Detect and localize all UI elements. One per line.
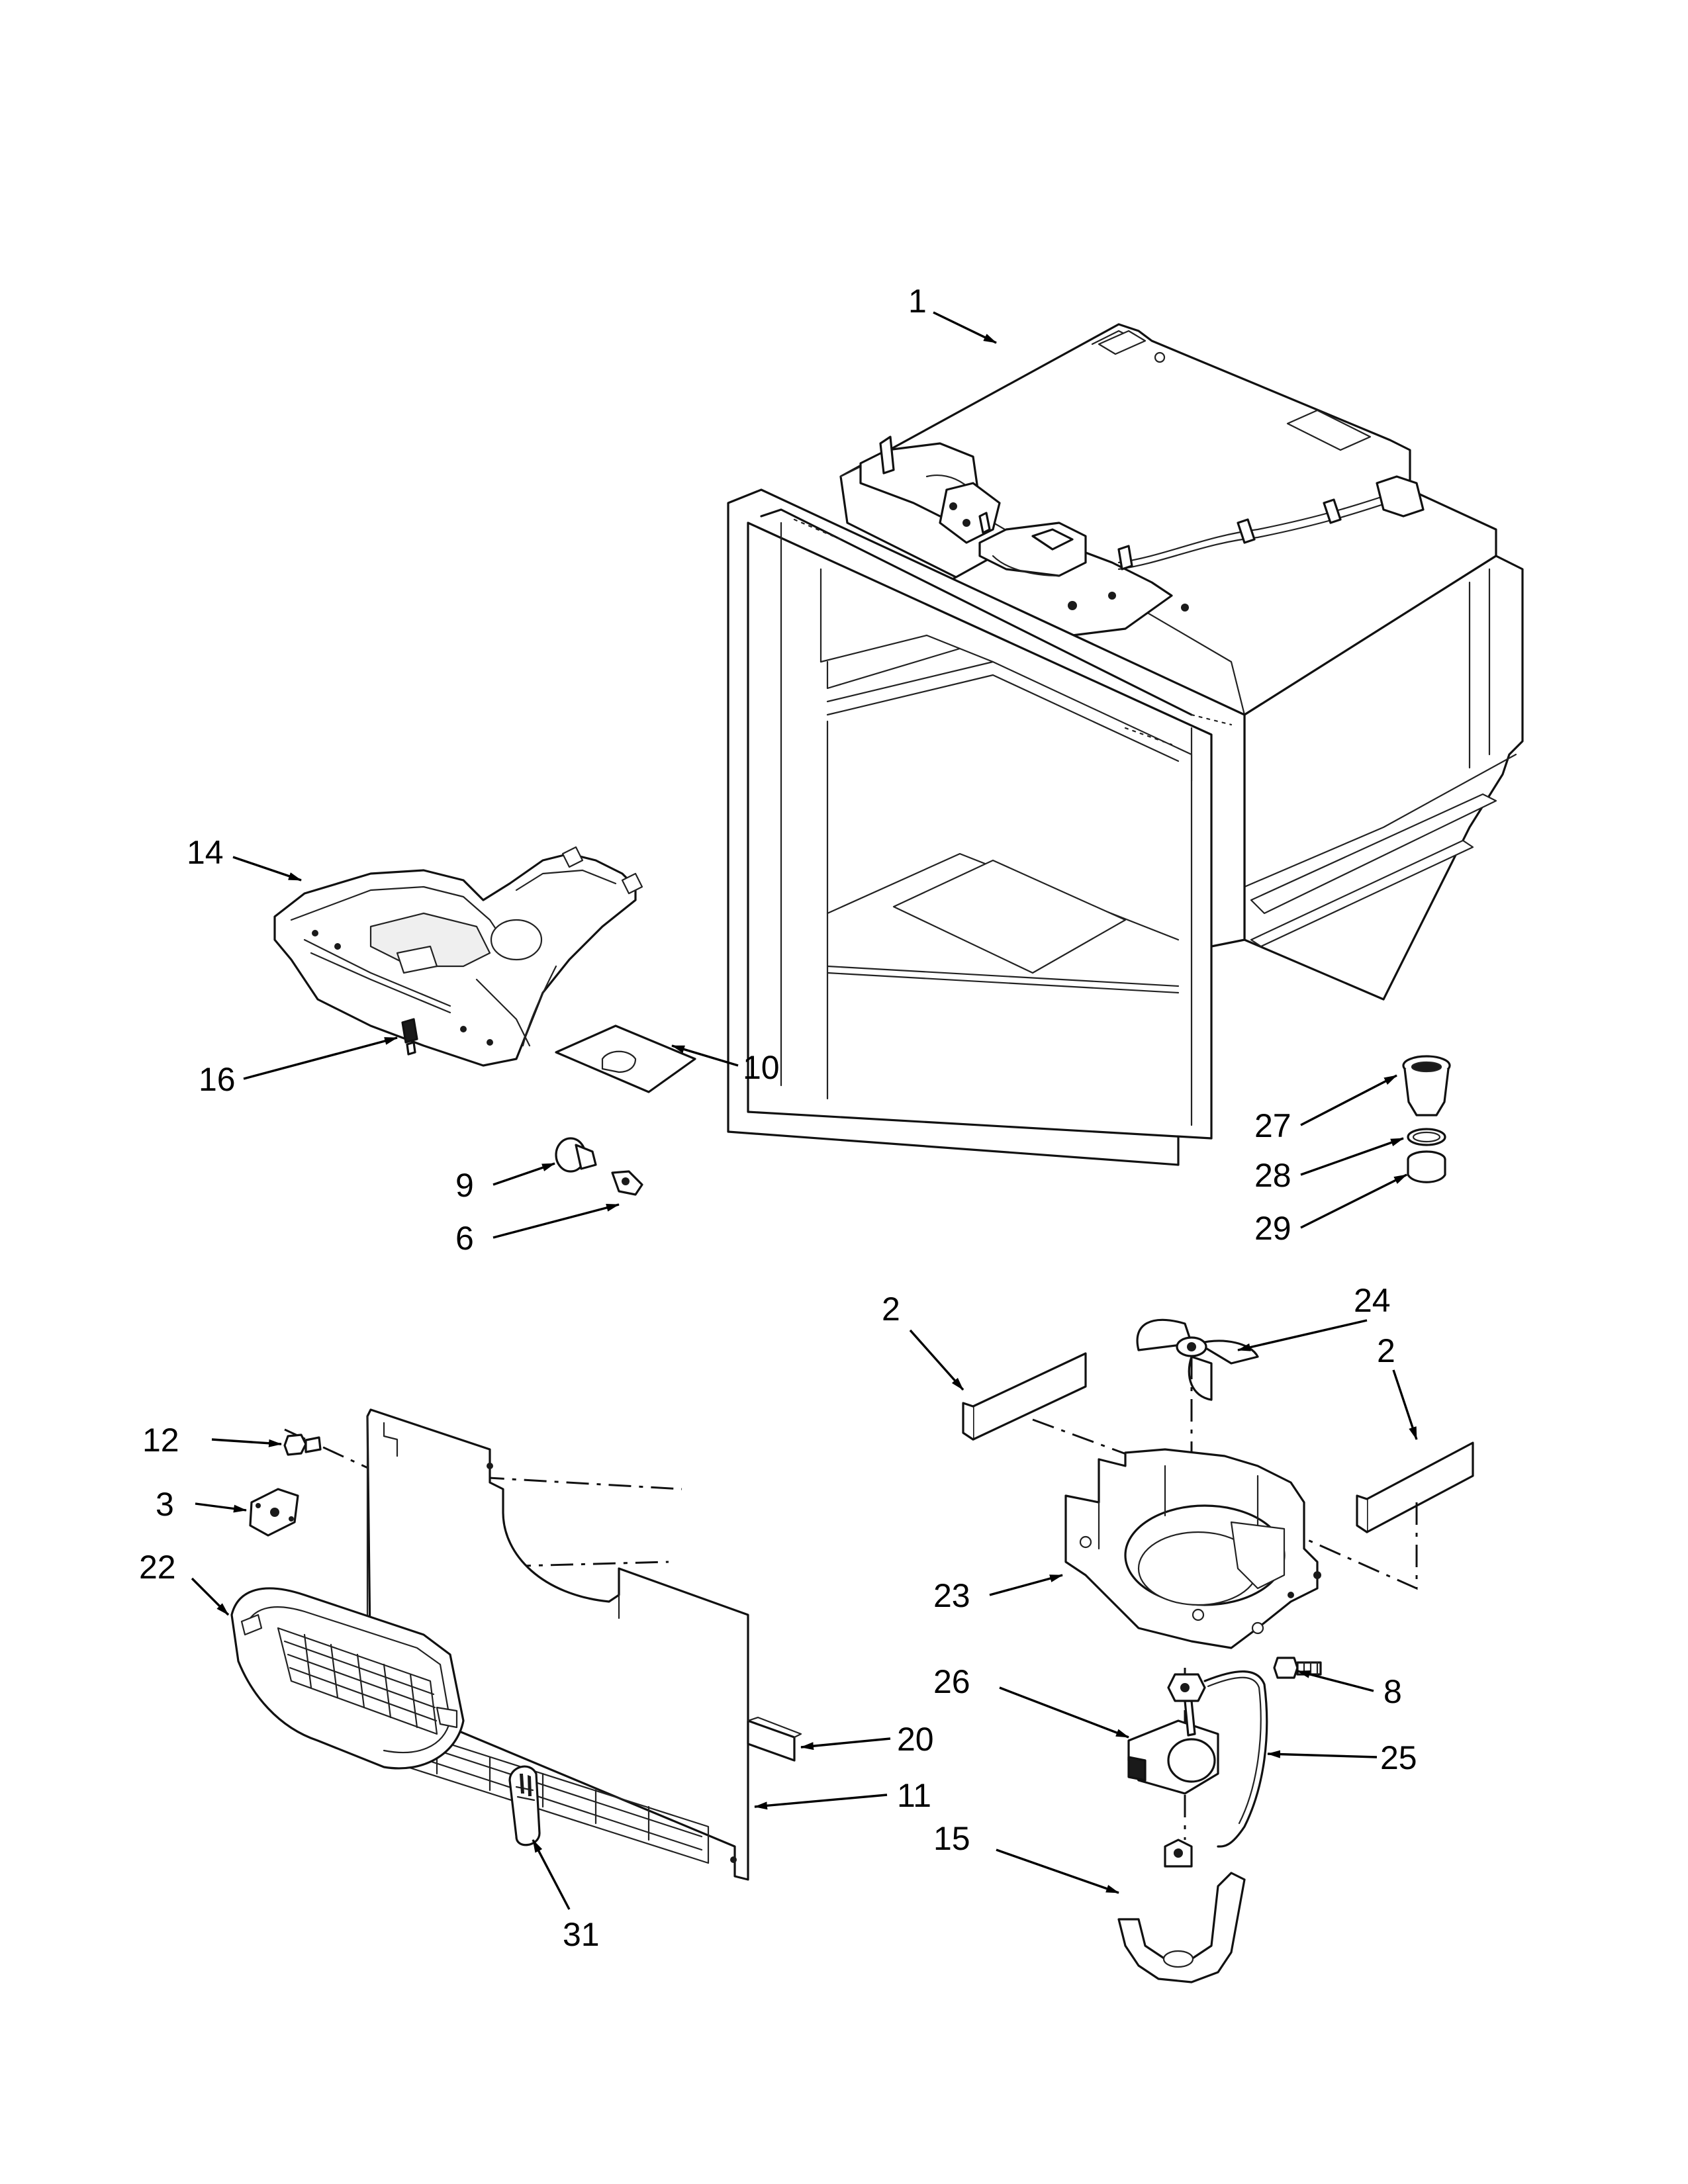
callout-3: 3 [156,1486,174,1523]
wire-25-part [1203,1670,1268,1848]
switch-3-part [249,1488,299,1537]
bracket-15-part [1117,1839,1246,1983]
strip-20-part [747,1716,802,1762]
foam-pad-2-right-part [1356,1441,1474,1533]
callout-1: 1 [908,283,927,320]
freezer-housing-part [727,323,1524,1166]
callout-26: 26 [933,1663,970,1700]
callout-9: 9 [455,1167,474,1204]
callout-31: 31 [563,1916,600,1953]
socket-6-part [611,1170,643,1196]
grille-22-part [230,1587,465,1770]
callout-29: 29 [1254,1210,1291,1247]
cup-27-part [1402,1055,1451,1116]
clip-16-part [401,1018,418,1056]
callout-15: 15 [933,1820,970,1857]
thermistor-31-part [508,1765,541,1846]
callout-12: 12 [142,1422,179,1459]
callout-22: 22 [139,1549,176,1586]
ring-28-part [1407,1128,1446,1146]
callout-6: 6 [455,1220,474,1257]
callout-8: 8 [1383,1673,1402,1710]
lamp-9-part [555,1137,597,1173]
leader-lines [191,311,1418,1910]
fan-shroud-23-part [1064,1448,1321,1649]
callout-28: 28 [1254,1157,1291,1194]
foam-pad-2-left-part [962,1352,1087,1441]
callout-23: 23 [933,1577,970,1614]
callout-16: 16 [199,1061,236,1098]
callout-2-right: 2 [1377,1332,1395,1369]
callout-10: 10 [743,1049,780,1086]
screw-12-part [283,1433,322,1456]
pad-10-part [555,1024,696,1093]
callout-11: 11 [897,1777,931,1814]
callout-2-left: 2 [882,1291,900,1328]
callout-25: 25 [1380,1739,1417,1776]
cap-29-part [1407,1150,1446,1183]
dispenser-housing-part [273,846,643,1067]
fan-blade-24-part [1136,1318,1259,1401]
fan-motor-26-part [1127,1673,1219,1795]
callout-27: 27 [1254,1107,1291,1144]
callout-24: 24 [1354,1282,1391,1319]
callout-14: 14 [187,834,224,871]
callout-labels: 1 14 16 10 9 6 27 28 29 2 24 2 12 3 22 2… [139,283,1417,1953]
callout-20: 20 [897,1721,934,1758]
